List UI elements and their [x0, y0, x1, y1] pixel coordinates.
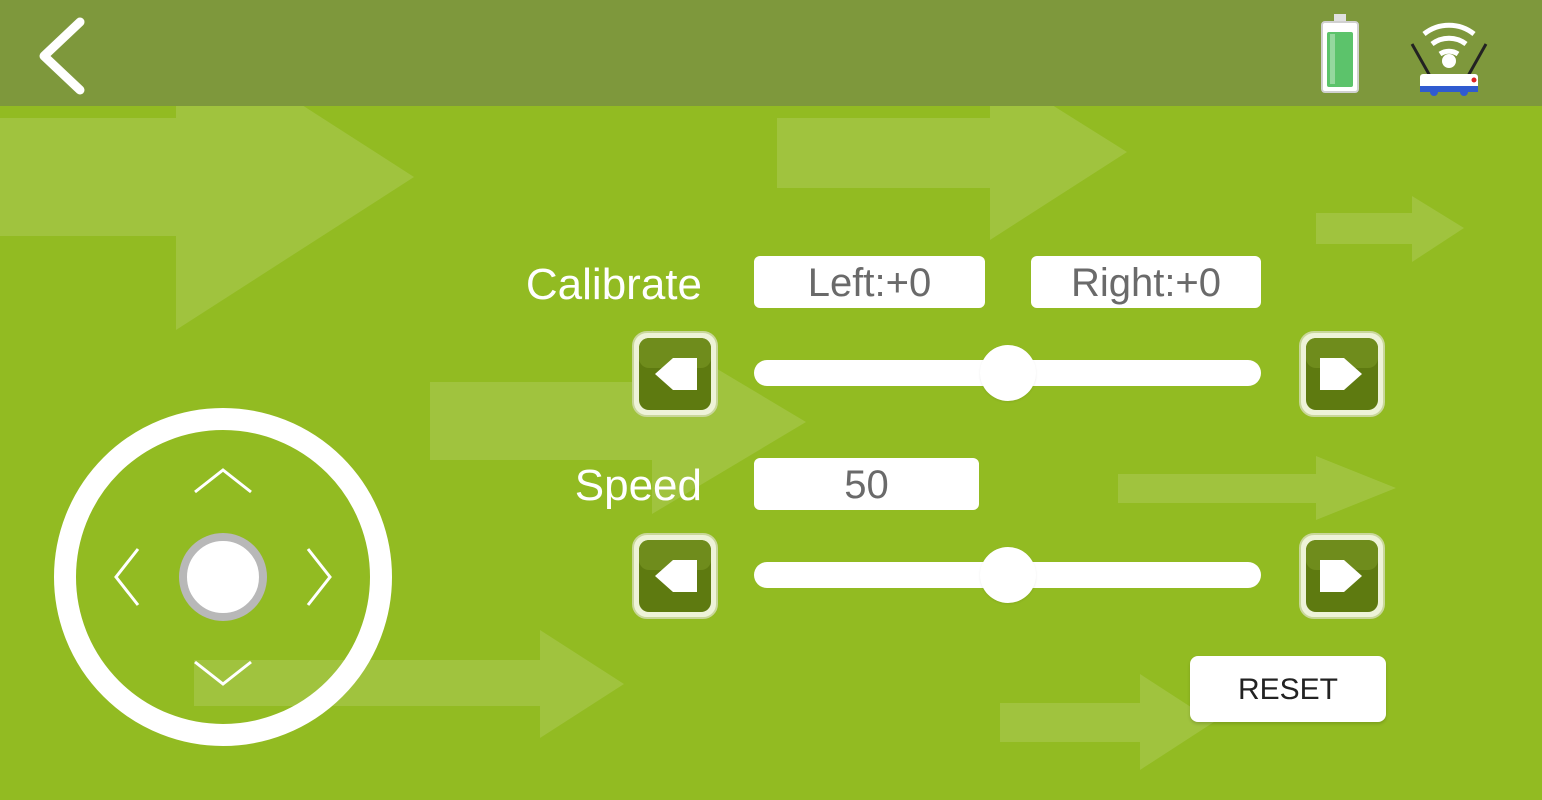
reset-button[interactable]: RESET [1190, 656, 1386, 722]
speed-value: 50 [754, 458, 979, 510]
top-bar [0, 0, 1542, 106]
calibrate-slider[interactable] [754, 345, 1261, 401]
calibrate-label: Calibrate [525, 260, 702, 309]
chevron-left-icon[interactable] [114, 548, 140, 606]
arrow-left-icon [632, 533, 718, 619]
direction-joystick[interactable] [54, 408, 392, 746]
chevron-right-icon[interactable] [306, 548, 332, 606]
speed-label: Speed [574, 461, 702, 510]
back-button[interactable] [30, 14, 100, 98]
chevron-down-icon[interactable] [194, 660, 252, 686]
arrow-right-icon [1299, 331, 1385, 417]
joystick-knob[interactable] [179, 533, 267, 621]
calibrate-increase-button[interactable] [1298, 330, 1386, 418]
speed-decrease-button[interactable] [631, 532, 719, 620]
arrow-left-icon [632, 331, 718, 417]
joystick-ring [54, 408, 392, 746]
speed-slider-thumb[interactable] [979, 547, 1036, 603]
arrow-right-icon [1299, 533, 1385, 619]
wifi-robot-icon [1410, 22, 1488, 96]
calibrate-decrease-button[interactable] [631, 330, 719, 418]
battery-icon [1321, 14, 1359, 93]
chevron-left-icon [39, 17, 85, 95]
speed-slider[interactable] [754, 547, 1261, 603]
calibrate-right-value: Right:+0 [1031, 256, 1261, 308]
chevron-up-icon[interactable] [194, 468, 252, 494]
calibrate-left-value: Left:+0 [754, 256, 985, 308]
speed-increase-button[interactable] [1298, 532, 1386, 620]
calibrate-slider-thumb[interactable] [979, 345, 1036, 401]
